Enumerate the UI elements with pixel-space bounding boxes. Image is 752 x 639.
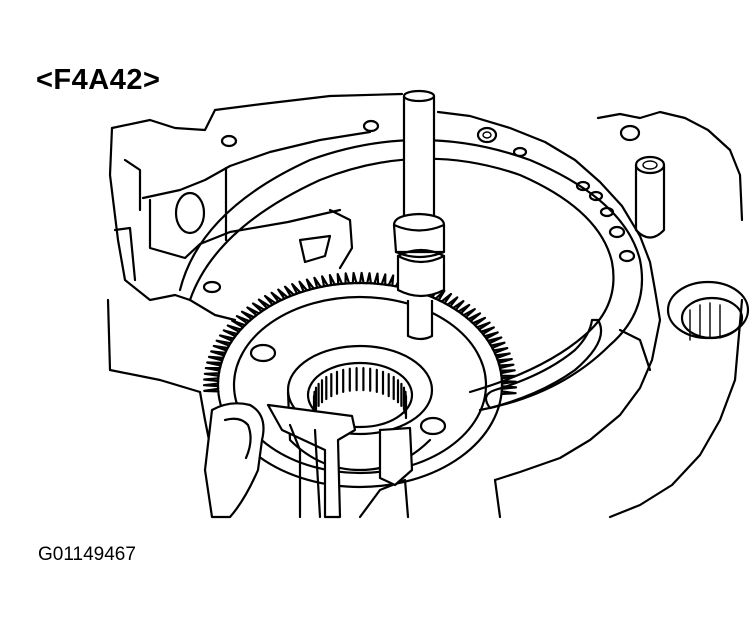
outer-ring [178,138,644,412]
figure-code: G01149467 [38,544,136,565]
ring-gear [202,271,518,489]
retainer-bracket [203,402,414,519]
figure-title: <F4A42> [36,64,161,96]
bolt-holes [174,119,750,436]
transmission-case [106,92,744,519]
special-tool [392,89,446,341]
